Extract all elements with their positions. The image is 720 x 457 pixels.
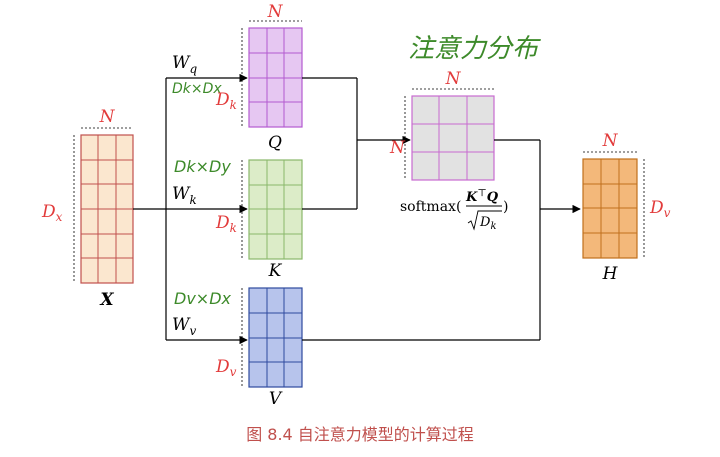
- v-matrix-label: V: [269, 389, 283, 409]
- x-branch-lines: [133, 73, 248, 345]
- attention-rows-label: N: [389, 138, 406, 158]
- softmax-formula: softmax( K⊤Q Dk ): [400, 188, 508, 232]
- v-matrix: [241, 287, 303, 388]
- h-cols-label: N: [602, 131, 619, 151]
- qk-connectors: [302, 77, 411, 210]
- k-rows-label: Dk: [215, 213, 237, 235]
- softmax-prefix: softmax(: [400, 199, 461, 215]
- x-matrix: [73, 127, 134, 284]
- x-matrix-label: X: [99, 290, 114, 310]
- wk-label: Wk: [172, 184, 197, 207]
- h-matrix-label: H: [602, 264, 619, 284]
- wk-handwritten-dims: Dk×Dy: [174, 157, 231, 176]
- figure-caption: 图 8.4 自注意力模型的计算过程: [246, 425, 474, 444]
- k-matrix: [241, 159, 303, 260]
- q-rows-label: Dk: [215, 90, 237, 112]
- h-matrix: [582, 151, 645, 259]
- wq-handwritten-dims: Dk×Dx: [172, 81, 222, 97]
- q-cols-label: N: [267, 2, 284, 22]
- v-rows-label: Dv: [215, 357, 237, 379]
- wv-label: Wv: [172, 315, 196, 338]
- softmax-suffix: ): [503, 199, 508, 215]
- h-rows-label: Dv: [649, 198, 671, 220]
- x-cols-label: N: [99, 107, 116, 127]
- q-matrix-label: Q: [268, 133, 282, 153]
- softmax-numerator: K⊤Q: [465, 188, 499, 205]
- attn-v-connectors: [302, 139, 581, 341]
- k-matrix-label: K: [268, 261, 283, 281]
- attention-matrix: [404, 88, 495, 181]
- softmax-denominator: Dk: [479, 215, 497, 232]
- attention-cols-label: N: [445, 69, 462, 89]
- q-matrix: [241, 20, 303, 128]
- handwritten-title: 注意力分布: [408, 34, 541, 64]
- wv-handwritten-dims: Dv×Dx: [174, 289, 232, 308]
- wq-label: Wq: [172, 53, 197, 76]
- x-rows-label: Dx: [41, 202, 63, 224]
